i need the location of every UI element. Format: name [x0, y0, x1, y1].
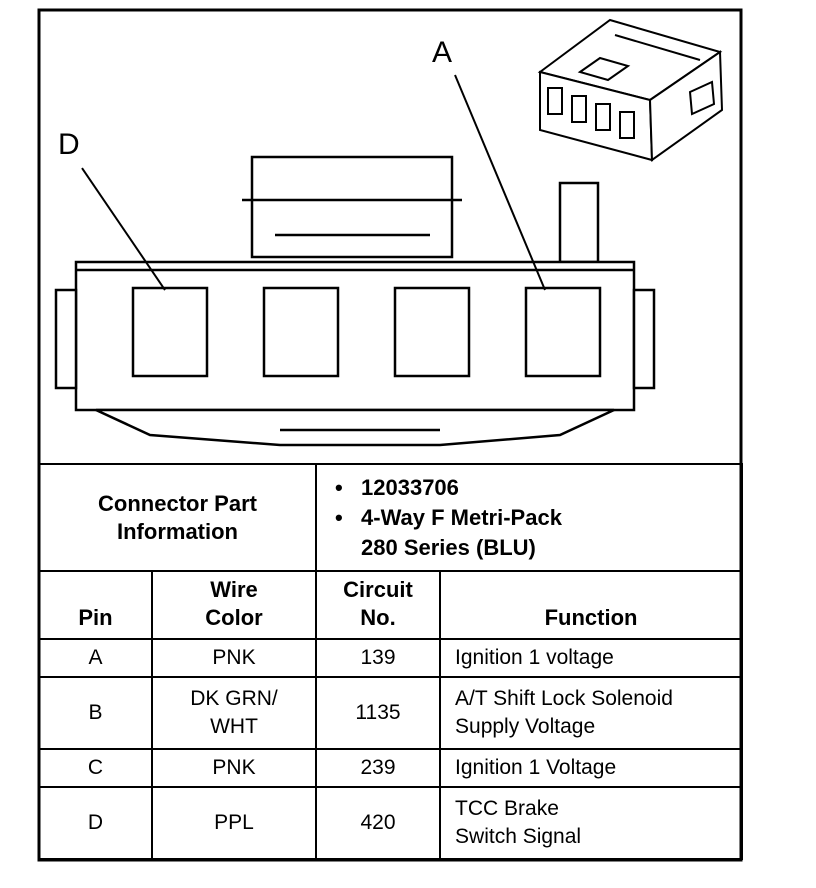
callout-a: A — [432, 36, 453, 69]
leader-line-d — [81, 167, 166, 291]
info-label-line1: Connector Part — [98, 490, 257, 516]
pin-cell: D — [38, 786, 153, 860]
pin-cavities — [131, 286, 602, 378]
outer-frame — [37, 8, 743, 862]
wire-color-cell: PNK — [150, 748, 318, 788]
connector-part-info-label: Connector Part Information — [37, 463, 318, 572]
table-row: A PNK 139 Ignition 1 voltage — [38, 638, 744, 678]
header-pin: Pin — [38, 570, 153, 640]
description-line1: 4-Way F Metri-Pack — [361, 504, 562, 530]
circuit-cell: 1135 — [315, 676, 442, 750]
table-row: C PNK 239 Ignition 1 Voltage — [38, 748, 744, 788]
header-circuit-no: Circuit No. — [315, 570, 442, 640]
circuit-cell: 420 — [315, 786, 442, 860]
part-number-item: • 12033706 — [335, 473, 741, 503]
wire-color-cell: DK GRN/ WHT — [150, 676, 318, 750]
header-function: Function — [439, 570, 744, 640]
leader-line-a — [454, 74, 546, 291]
part-number: 12033706 — [361, 474, 459, 500]
wire-color-cell: PNK — [150, 638, 318, 678]
pin-cavity-a — [524, 286, 602, 378]
connector-info-row: Connector Part Information • 12033706 • 4-… — [37, 463, 744, 572]
pin-cell: A — [38, 638, 153, 678]
wire-color-cell: PPL — [150, 786, 318, 860]
pin-cell: C — [38, 748, 153, 788]
description-line2: 280 Series (BLU) — [361, 534, 536, 560]
pin-cavity-c — [262, 286, 340, 378]
description-item: • 4-Way F Metri-Pack — [335, 503, 741, 533]
header-wire-color: Wire Color — [150, 570, 318, 640]
function-cell: TCC Brake Switch Signal — [439, 786, 744, 860]
bullet: • — [335, 504, 343, 530]
connector-3d-thumbnail — [537, 18, 724, 162]
pinout-table: Connector Part Information • 12033706 • 4-… — [37, 463, 744, 860]
function-cell: A/T Shift Lock Solenoid Supply Voltage — [439, 676, 744, 750]
pin-cavity-b — [393, 286, 471, 378]
connector-skirt — [95, 408, 615, 447]
top-latch — [250, 155, 454, 259]
connector-part-info-list: • 12033706 • 4-Way F Metri-Pack 280 Series… — [315, 463, 744, 572]
circuit-cell: 239 — [315, 748, 442, 788]
function-cell: Ignition 1 Voltage — [439, 748, 744, 788]
pin-cavity-d — [131, 286, 209, 378]
function-cell: Ignition 1 voltage — [439, 638, 744, 678]
info-label-line2: Information — [117, 518, 238, 544]
table-row: B DK GRN/ WHT 1135 A/T Shift Lock Soleno… — [38, 676, 744, 750]
callout-d: D — [58, 128, 80, 161]
locking-tab — [558, 181, 600, 264]
circuit-cell: 139 — [315, 638, 442, 678]
bullet: • — [335, 474, 343, 500]
table-row: D PPL 420 TCC Brake Switch Signal — [38, 786, 744, 860]
pin-cell: B — [38, 676, 153, 750]
header-row: Pin Wire Color Circuit No. Function — [38, 570, 744, 640]
pinout-table-container: Connector Part Information • 12033706 • 4-… — [37, 463, 744, 860]
